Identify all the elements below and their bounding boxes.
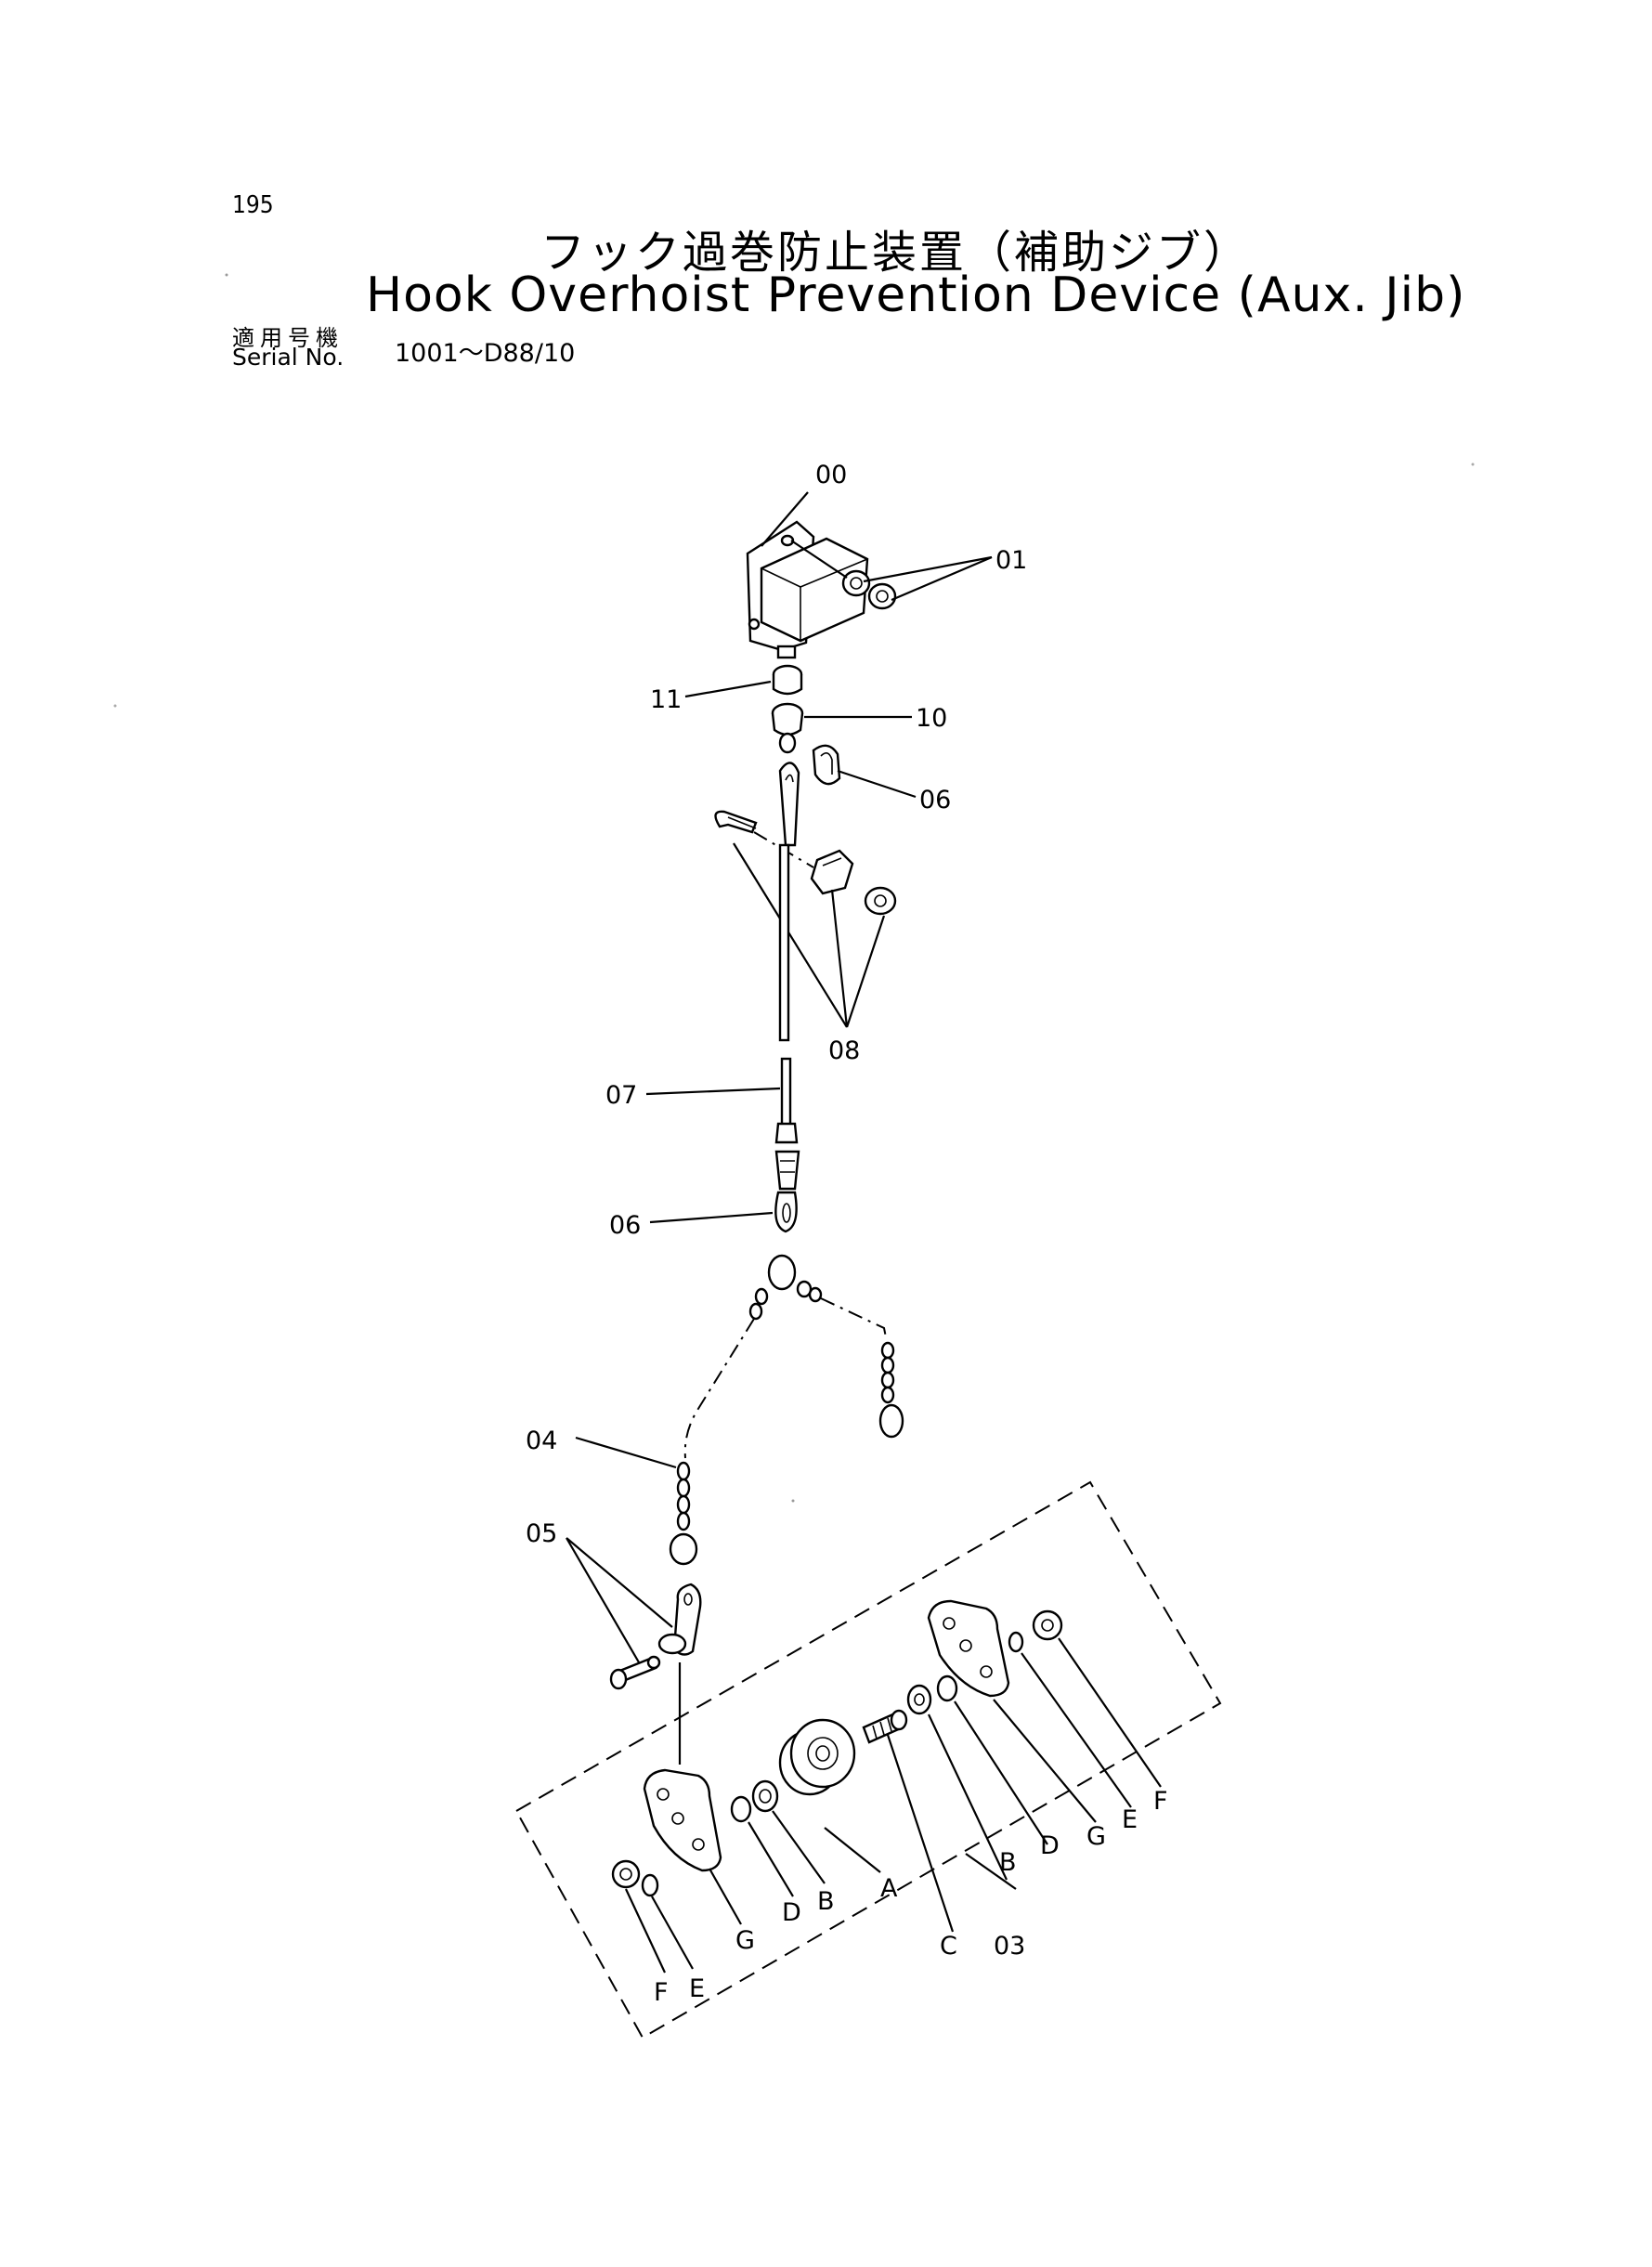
assembly-frame-03 <box>514 1480 1222 2039</box>
title-english: Hook Overhoist Prevention Device (Aux. J… <box>366 267 1466 323</box>
callout-C: C <box>940 1932 957 1961</box>
bushing-11 <box>772 664 803 696</box>
serial-label-japanese: 適用号機 <box>232 325 344 351</box>
swivel-10 <box>771 702 804 754</box>
callout-06-upper: 06 <box>919 786 951 814</box>
wire-rope-07 <box>774 1057 800 1191</box>
wire-rope-upper <box>778 762 800 1042</box>
callout-E-lower: E <box>689 1974 705 2003</box>
callout-03: 03 <box>994 1932 1025 1961</box>
callout-B-lower: B <box>817 1887 835 1916</box>
title-japanese: フック過巻防止装置（補助ジブ） <box>540 227 1252 279</box>
callout-06-lower: 06 <box>609 1211 641 1240</box>
callout-05: 05 <box>526 1519 557 1548</box>
callout-A: A <box>880 1874 898 1903</box>
callout-G-upper: G <box>1086 1822 1106 1851</box>
callout-D-lower: D <box>782 1898 801 1927</box>
callout-F-lower: F <box>654 1978 669 2007</box>
thimble-06-upper <box>812 744 841 786</box>
shackle-05 <box>609 1583 702 1765</box>
wire-clip-08 <box>714 810 897 916</box>
callout-01: 01 <box>995 546 1027 575</box>
limit-switch-00 <box>746 520 869 659</box>
callout-E-upper: E <box>1122 1805 1138 1834</box>
callout-08: 08 <box>828 1036 860 1065</box>
callout-04: 04 <box>526 1427 557 1455</box>
serial-number-range: 1001～D88/10 <box>395 339 576 368</box>
callout-B-upper: B <box>999 1848 1017 1877</box>
callout-11: 11 <box>650 685 682 714</box>
callout-F-upper: F <box>1153 1787 1168 1816</box>
serial-label-english: Serial No. <box>232 344 345 371</box>
callout-00: 00 <box>815 461 847 489</box>
sheave-assembly-03 <box>611 1599 1063 1897</box>
thimble-06-lower <box>774 1191 798 1233</box>
nut-pair-01 <box>841 569 897 610</box>
callout-10: 10 <box>916 704 947 733</box>
callout-07: 07 <box>605 1081 637 1110</box>
chain-04 <box>669 1254 904 1566</box>
callout-G-lower: G <box>735 1926 755 1955</box>
page-number: 195 <box>232 191 274 219</box>
callout-D-upper: D <box>1040 1831 1060 1860</box>
